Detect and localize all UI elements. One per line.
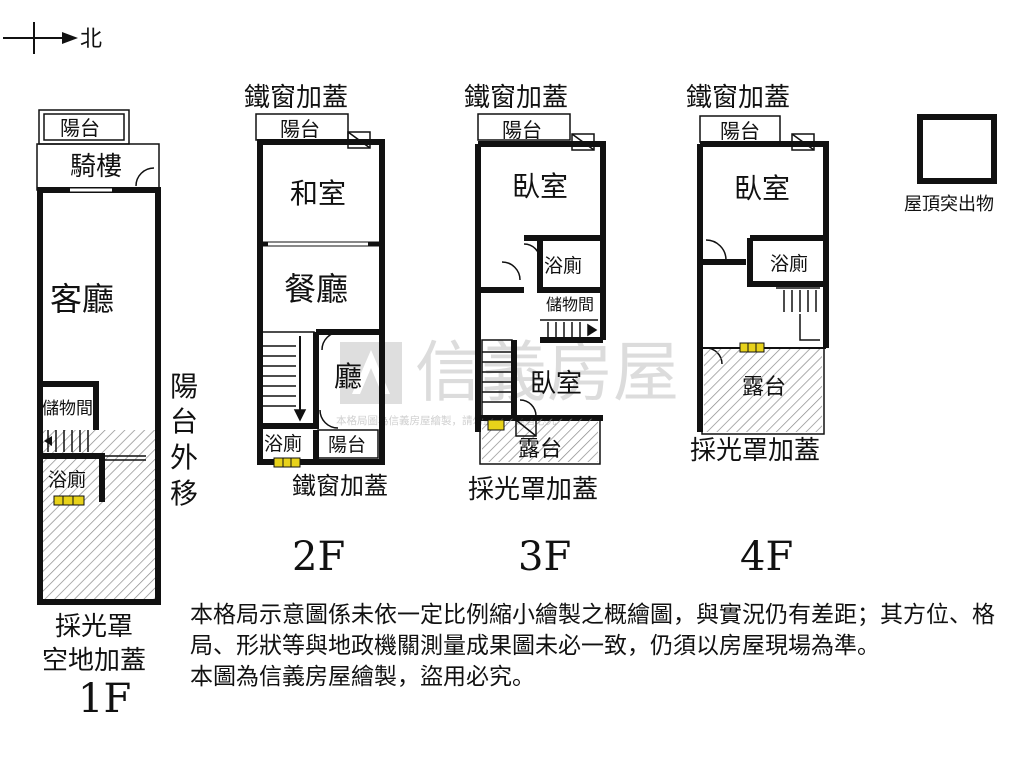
stair-icon — [44, 430, 89, 452]
disclaimer-line2: 本圖為信義房屋繪製，盜用必究。 — [190, 664, 535, 690]
exterior-walls-3f — [478, 141, 606, 340]
room-label-balcony-front-2f: 陽台 — [280, 117, 320, 141]
balcony-back-2f — [317, 429, 379, 459]
room-label-living-room-1f: 客廳 — [50, 280, 114, 318]
room-label-bedroom-front-3f: 臥室 — [512, 170, 568, 203]
bottom-note-4f: 採光罩加蓋 — [690, 436, 820, 466]
stair-icon — [540, 319, 598, 338]
caption-1f-line1: 採光罩 — [55, 612, 133, 642]
floor-label-3f: 3F — [518, 534, 571, 580]
stair-icon — [776, 287, 820, 341]
balcony-3f — [477, 113, 571, 141]
room-label-storage-1f: 儲物間 — [42, 399, 93, 419]
room-label-terrace-3f: 露台 — [518, 437, 562, 462]
floor-label-1f: 1F — [78, 676, 131, 722]
disclaimer-line1: 本格局示意圖係未依一定比例縮小繪製之概繪圖，與實況仍有差距；其方位、格局、形狀等… — [190, 602, 995, 659]
side-note-char-2: 台 — [170, 405, 198, 438]
floor-label-4f: 4F — [740, 534, 793, 580]
floor-4f: 鐵窗加蓋 陽台 臥室 浴廁 露台 採光罩加蓋 4F — [686, 83, 829, 580]
door-arc-icon — [705, 239, 727, 261]
door-arc-icon — [501, 261, 521, 281]
roof-protrusion-legend-icon — [917, 114, 997, 184]
window-marker-icon — [53, 495, 85, 506]
stair-icon — [261, 331, 315, 427]
room-label-hall-2f: 廳 — [334, 360, 362, 393]
door-arc-icon — [135, 167, 155, 187]
side-note-char-1: 陽 — [170, 370, 198, 403]
room-label-arcade-1f: 騎樓 — [70, 152, 122, 182]
room-label-balcony-3f: 陽台 — [502, 118, 542, 142]
room-label-terrace-4f: 露台 — [742, 375, 786, 400]
floor-1f: 陽台 騎樓 客廳 儲物間 浴廁 陽 台 外 — [36, 109, 198, 722]
room-label-storage-3f: 儲物間 — [546, 295, 594, 314]
north-compass: 北 — [3, 22, 102, 54]
caption-1f-line2: 空地加蓋 — [42, 646, 146, 676]
room-label-bedroom-4f: 臥室 — [734, 172, 790, 205]
window-marker-icon — [487, 419, 505, 431]
room-label-bedroom-back-3f: 臥室 — [530, 369, 582, 399]
legend: 屋頂突出物 — [904, 114, 997, 215]
ac-unit-icon — [515, 419, 537, 437]
floor-label-2f: 2F — [292, 534, 345, 580]
disclaimer: 本格局示意圖係未依一定比例縮小繪製之概繪圖，與實況仍有差距；其方位、格局、形狀等… — [190, 600, 1020, 693]
room-label-dining-room-2f: 餐廳 — [284, 270, 348, 308]
exterior-walls-2f — [257, 139, 385, 465]
window-marker-icon — [739, 342, 765, 353]
floor-3f: 鐵窗加蓋 陽台 臥室 浴廁 儲物間 臥室 — [464, 83, 606, 580]
room-label-bathroom-1f: 浴廁 — [48, 468, 86, 491]
room-label-balcony-back-2f: 陽台 — [328, 434, 366, 456]
room-label-bathroom-2f: 浴廁 — [264, 432, 302, 455]
legend-label-roof-protrusion: 屋頂突出物 — [904, 194, 994, 215]
top-note-4f: 鐵窗加蓋 — [686, 83, 790, 113]
bottom-note-3f: 採光罩加蓋 — [468, 475, 598, 505]
watermark-brand: 信義房屋 — [415, 334, 679, 411]
room-label-balcony-4f: 陽台 — [720, 119, 760, 143]
top-note-3f: 鐵窗加蓋 — [464, 83, 568, 113]
compass-direction: 北 — [80, 27, 102, 52]
north-arrow-icon — [62, 32, 78, 44]
bottom-note-2f: 鐵窗加蓋 — [292, 472, 388, 500]
side-note-1f: 陽 台 外 移 — [170, 370, 198, 510]
room-label-bathroom-4f: 浴廁 — [770, 252, 808, 275]
door-arc-icon — [321, 331, 341, 351]
room-label-balcony-1f: 陽台 — [60, 116, 100, 140]
room-label-bathroom-3f: 浴廁 — [544, 254, 582, 277]
terrace-area-4f — [704, 348, 822, 432]
top-note-2f: 鐵窗加蓋 — [244, 83, 348, 113]
side-note-char-4: 移 — [170, 477, 198, 510]
exterior-walls-4f — [700, 141, 829, 348]
watermark: 信義房屋 本格局圖為信義房屋繪製，請勿盜用，違者必究 — [336, 334, 679, 427]
room-label-japanese-room-2f: 和室 — [290, 177, 346, 210]
side-note-char-3: 外 — [170, 441, 198, 474]
floor-2f: 鐵窗加蓋 陽台 和室 餐廳 廳 浴廁 陽台 鐵窗加蓋 — [244, 83, 388, 580]
window-marker-icon — [273, 457, 301, 468]
